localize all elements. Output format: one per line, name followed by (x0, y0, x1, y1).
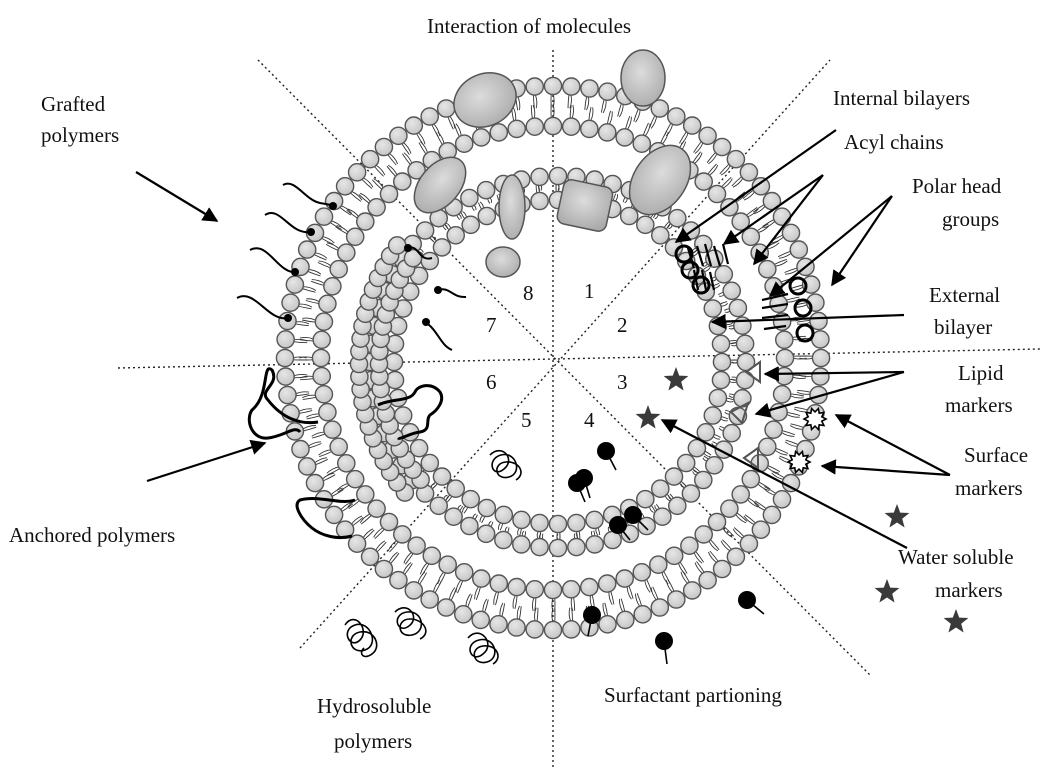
label-lipid-line1: Lipid (958, 361, 1004, 385)
protein-square (556, 178, 614, 232)
label-hydro-line1: Hydrosoluble (317, 694, 431, 718)
label-acyl-chains: Acyl chains (844, 130, 944, 154)
label-lipid-line2: markers (945, 393, 1013, 417)
label-interaction: Interaction of molecules (427, 14, 631, 38)
sector-number-6: 6 (486, 370, 497, 394)
protein-ellipse (499, 175, 525, 239)
label-polar-line1: Polar head (912, 174, 1002, 198)
sector-number-8: 8 (523, 281, 534, 305)
protein-ellipse (621, 50, 665, 106)
sector-number-4: 4 (584, 408, 595, 432)
sector-dividers (118, 50, 1040, 770)
label-water-line2: markers (935, 578, 1003, 602)
label-polar-line2: groups (942, 207, 999, 231)
label-surface-line1: Surface (964, 443, 1028, 467)
label-anchored: Anchored polymers (9, 523, 175, 547)
sector-number-1: 1 (584, 279, 595, 303)
label-grafted-line1: Grafted (41, 92, 106, 116)
protein-ellipse (486, 247, 520, 277)
label-internal-bilayers: Internal bilayers (833, 86, 970, 110)
sector-number-2: 2 (617, 313, 628, 337)
sector-number-5: 5 (521, 408, 532, 432)
label-surface-line2: markers (955, 476, 1023, 500)
label-grafted-line2: polymers (41, 123, 119, 147)
label-external-line1: External (929, 283, 1000, 307)
label-surfactant: Surfactant partioning (604, 683, 782, 707)
sector-number-3: 3 (617, 370, 628, 394)
label-water-line1: Water soluble (898, 545, 1014, 569)
label-external-line2: bilayer (934, 315, 992, 339)
label-hydro-line2: polymers (334, 729, 412, 753)
sector-number-7: 7 (486, 313, 497, 337)
sector-numbers: 1 2 3 4 5 6 7 8 (486, 279, 628, 432)
